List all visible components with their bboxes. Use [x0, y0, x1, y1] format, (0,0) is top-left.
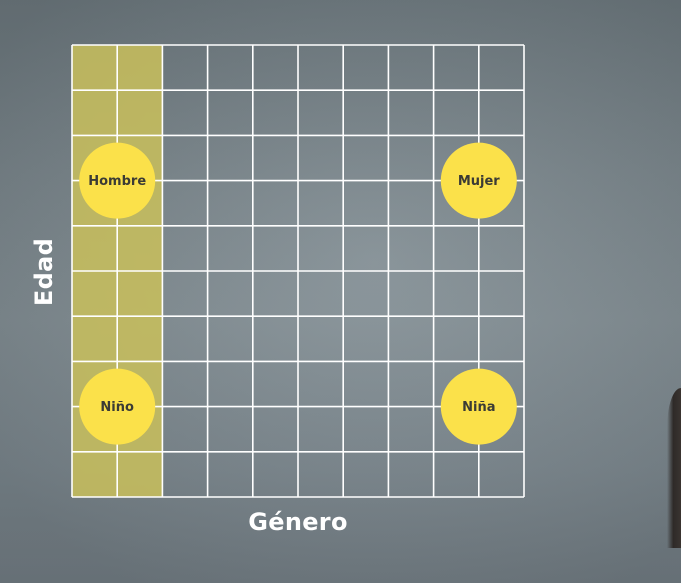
marker-nino: Niño: [79, 368, 156, 445]
marker-circle: [440, 368, 517, 445]
y-axis-label: Edad: [30, 237, 58, 307]
marker-label: Niño: [100, 400, 134, 415]
x-axis-label: Género: [248, 508, 348, 536]
marker-label: Mujer: [458, 174, 500, 189]
marker-circle: [79, 368, 156, 445]
marker-label: Hombre: [88, 174, 146, 189]
presenter-silhouette: [667, 388, 681, 548]
marker-circle: [79, 142, 156, 219]
marker-circle: [440, 142, 517, 219]
grid-lines: [71, 44, 525, 498]
marker-hombre: Hombre: [79, 142, 156, 219]
marker-mujer: Mujer: [440, 142, 517, 219]
marker-label: Niña: [462, 400, 495, 415]
marker-nina: Niña: [440, 368, 517, 445]
